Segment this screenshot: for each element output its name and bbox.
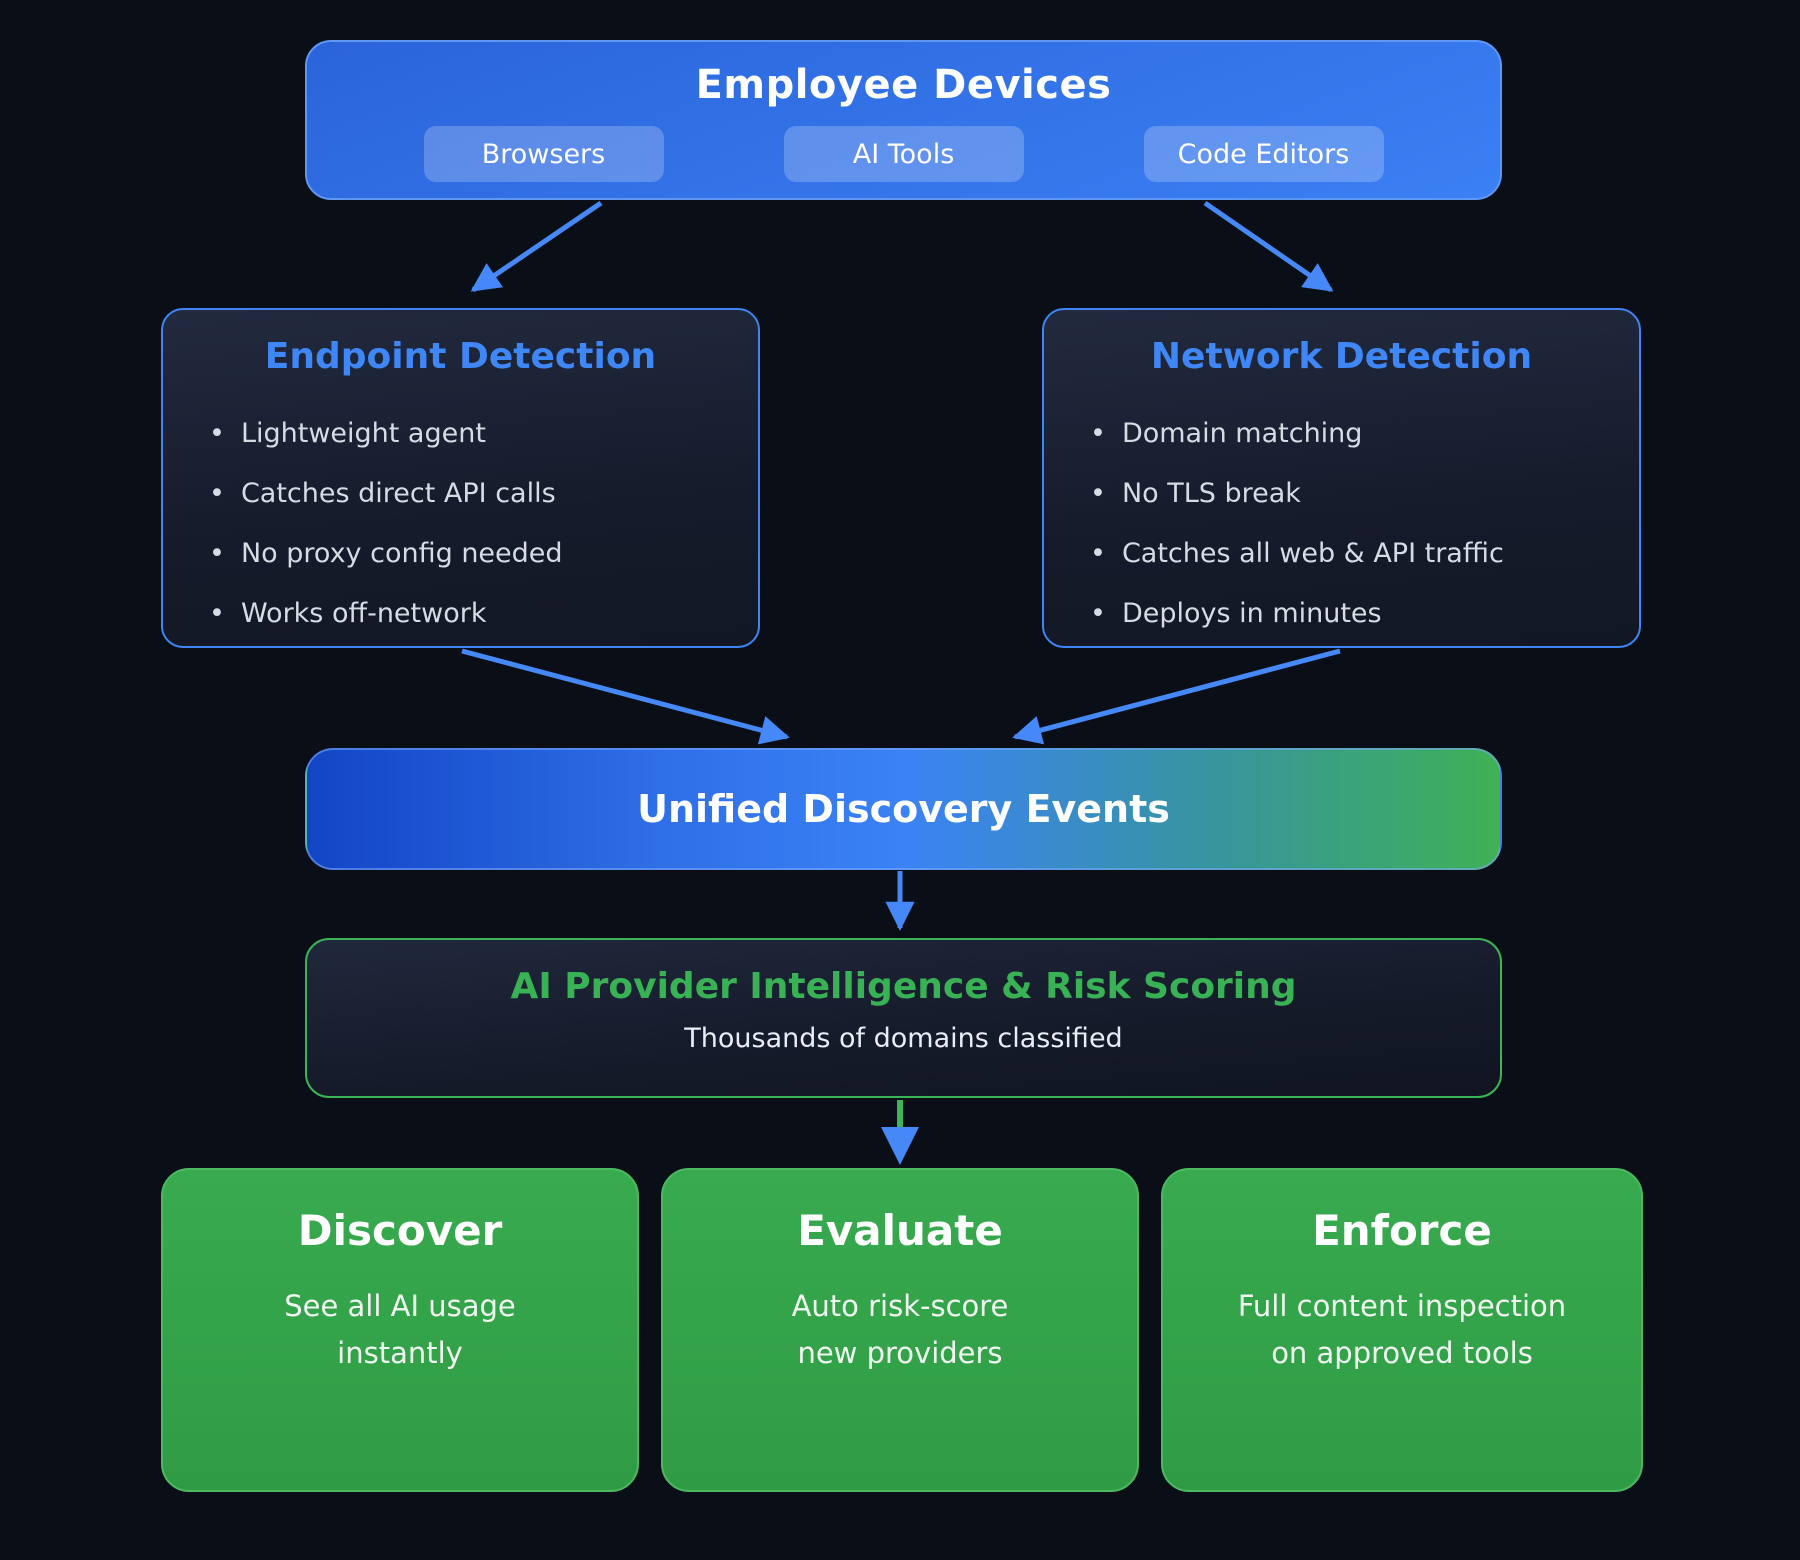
bullet-icon: • (209, 537, 225, 569)
risk-scoring-box: AI Provider Intelligence & Risk Scoring … (305, 938, 1502, 1098)
arrow-endpoint-to-unified (461, 648, 790, 745)
bullet-icon: • (1090, 537, 1106, 569)
list-item-label: Domain matching (1121, 417, 1363, 449)
outcome-card-discover: Discover See all AI usage instantly (161, 1168, 639, 1492)
list-item: • Domain matching (1090, 403, 1639, 463)
outcome-card-enforce: Enforce Full content inspection on appro… (1161, 1168, 1643, 1492)
unified-discovery-title: Unified Discovery Events (637, 787, 1170, 831)
chip-code-editors: Code Editors (1143, 126, 1384, 182)
list-item: • Deploys in minutes (1090, 583, 1639, 643)
outcome-card-body: See all AI usage instantly (284, 1289, 516, 1370)
outcome-card-title: Discover (297, 1206, 503, 1255)
arrow-devices-to-network (1203, 200, 1334, 293)
bullet-icon: • (209, 477, 225, 509)
list-item-label: Catches direct API calls (240, 477, 556, 509)
outcome-card-evaluate: Evaluate Auto risk-score new providers (661, 1168, 1139, 1492)
list-item-label: Catches all web & API traffic (1121, 537, 1504, 569)
outcome-card-body: Full content inspection on approved tool… (1237, 1289, 1567, 1370)
unified-discovery-bar: Unified Discovery Events (305, 748, 1502, 870)
list-item-label: No TLS break (1121, 477, 1301, 509)
list-item-label: No proxy config needed (240, 537, 563, 569)
employee-devices-box: Employee Devices Browsers AI Tools Code … (305, 40, 1502, 200)
endpoint-detection-title: Endpoint Detection (264, 336, 657, 377)
network-detection-box: Network Detection • Domain matching • No… (1042, 308, 1641, 648)
arrow-risk-to-outcomes-head (881, 1127, 919, 1165)
list-item-label: Lightweight agent (240, 417, 486, 449)
chip-browsers: Browsers (423, 126, 664, 182)
list-item: • No proxy config needed (209, 523, 758, 583)
list-item: • Catches direct API calls (209, 463, 758, 523)
endpoint-detection-box: Endpoint Detection • Lightweight agent •… (161, 308, 760, 648)
employee-devices-title: Employee Devices (695, 62, 1112, 108)
outcome-card-body: Auto risk-score new providers (791, 1289, 1009, 1370)
arrow-devices-to-endpoint (470, 200, 603, 293)
list-item: • Catches all web & API traffic (1090, 523, 1639, 583)
list-item: • Lightweight agent (209, 403, 758, 463)
bullet-icon: • (1090, 477, 1106, 509)
outcome-card-title: Evaluate (797, 1206, 1003, 1255)
network-detection-list: • Domain matching • No TLS break • Catch… (1044, 403, 1639, 643)
network-detection-title: Network Detection (1150, 336, 1533, 377)
risk-scoring-title: AI Provider Intelligence & Risk Scoring (510, 966, 1297, 1007)
list-item-label: Works off-network (240, 597, 487, 629)
bullet-icon: • (1090, 597, 1106, 629)
device-chips-row: Browsers AI Tools Code Editors (307, 126, 1500, 182)
list-item-label: Deploys in minutes (1121, 597, 1382, 629)
chip-ai-tools: AI Tools (783, 126, 1024, 182)
bullet-icon: • (1090, 417, 1106, 449)
bullet-icon: • (209, 597, 225, 629)
bullet-icon: • (209, 417, 225, 449)
risk-scoring-subtitle: Thousands of domains classified (684, 1023, 1123, 1054)
list-item: • No TLS break (1090, 463, 1639, 523)
endpoint-detection-list: • Lightweight agent • Catches direct API… (163, 403, 758, 643)
list-item: • Works off-network (209, 583, 758, 643)
arrow-network-to-unified (1012, 648, 1341, 745)
outcome-card-title: Enforce (1312, 1206, 1492, 1255)
